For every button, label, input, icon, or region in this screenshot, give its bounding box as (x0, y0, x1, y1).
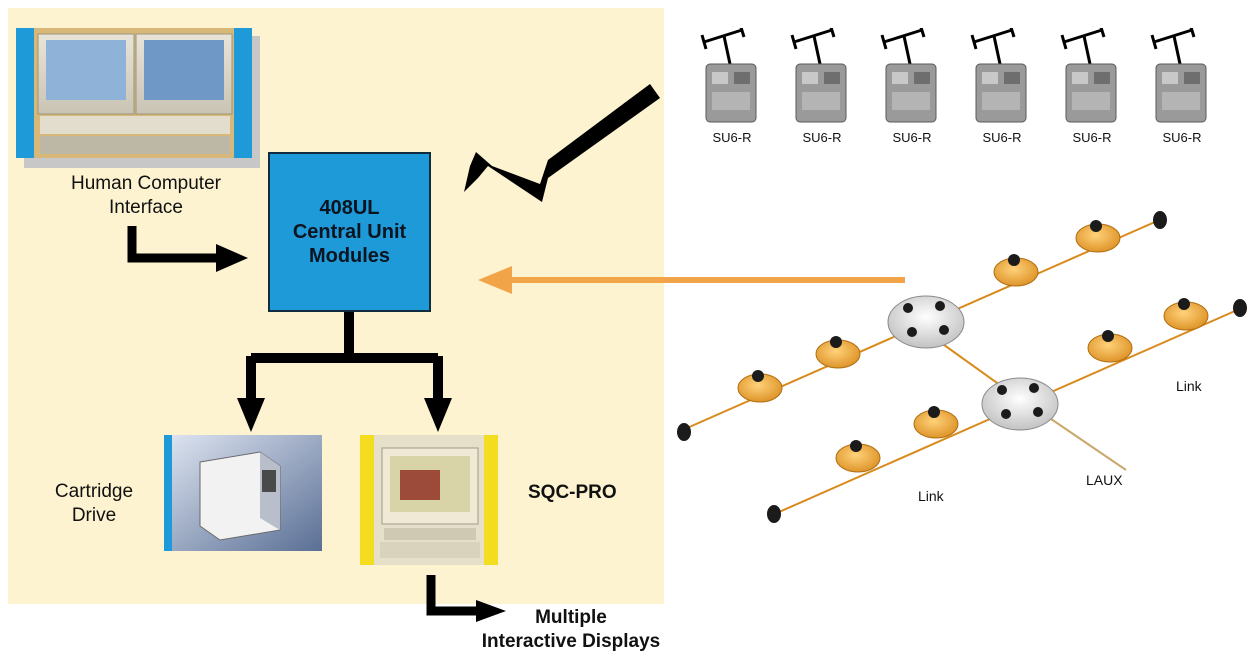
network-pod-connector (928, 406, 940, 418)
link-label-bottom: Link (918, 488, 944, 504)
network-pod-connector (830, 336, 842, 348)
su6r-unit-label: SU6-R (1162, 130, 1202, 145)
su6r-unit-label: SU6-R (802, 130, 842, 145)
su6r-unit-label: SU6-R (892, 130, 932, 145)
tree-arrow-right (424, 398, 452, 432)
network-pod-connector (1090, 220, 1102, 232)
network-hub-connector (997, 385, 1007, 395)
su6r-unit-icon (970, 28, 1027, 123)
network-hub (887, 295, 965, 349)
cartridge-label: Cartridge Drive (54, 481, 134, 526)
central-unit-label: 408UL Central Unit Modules (292, 197, 407, 267)
hci-photo (16, 28, 260, 168)
network-pod-connector (1008, 254, 1020, 266)
su6r-unit-icon (1150, 28, 1207, 123)
sqc-pro-photo (360, 435, 498, 565)
cable-end-plug (1153, 211, 1167, 229)
central-unit-box: 408UL Central Unit Modules (268, 152, 431, 312)
su6r-unit-icon (880, 28, 937, 123)
su6r-unit-label: SU6-R (982, 130, 1022, 145)
tree-arrow-left (237, 398, 265, 432)
network-hub-connector (1029, 383, 1039, 393)
network-hub-connector (935, 301, 945, 311)
network-pod-connector (1102, 330, 1114, 342)
cable-end-plug (1233, 299, 1247, 317)
network-pod-connector (752, 370, 764, 382)
su6r-unit-icon (1060, 28, 1117, 123)
lightning-arrow (464, 84, 660, 202)
link-label-right: Link (1176, 378, 1202, 394)
displays-arrow-line (426, 575, 480, 616)
su6r-unit-icon (700, 28, 757, 123)
cable-end-plug (677, 423, 691, 441)
network-hub-connector (1001, 409, 1011, 419)
network-hub-connector (903, 303, 913, 313)
network-pod-connector (850, 440, 862, 452)
laux-label: LAUX (1086, 472, 1123, 488)
network-hub-connector (939, 325, 949, 335)
orange-arrow-head (478, 266, 512, 294)
network-hub-connector (907, 327, 917, 337)
sqc-pro-label: SQC-PRO (528, 482, 617, 503)
su6r-unit-icon (790, 28, 847, 123)
displays-arrow-head (476, 600, 506, 622)
displays-label: Multiple Interactive Displays (481, 607, 661, 652)
cartridge-photo (164, 435, 322, 551)
hci-label: Human Computer Interface (71, 173, 221, 218)
su6r-unit-label: SU6-R (712, 130, 752, 145)
cable-end-plug (767, 505, 781, 523)
hci-arrow-head (216, 244, 248, 272)
network-pod-connector (1178, 298, 1190, 310)
hci-arrow-line (127, 226, 220, 263)
network-hub-connector (1033, 407, 1043, 417)
su6r-unit-label: SU6-R (1072, 130, 1112, 145)
network-hub (981, 377, 1059, 431)
